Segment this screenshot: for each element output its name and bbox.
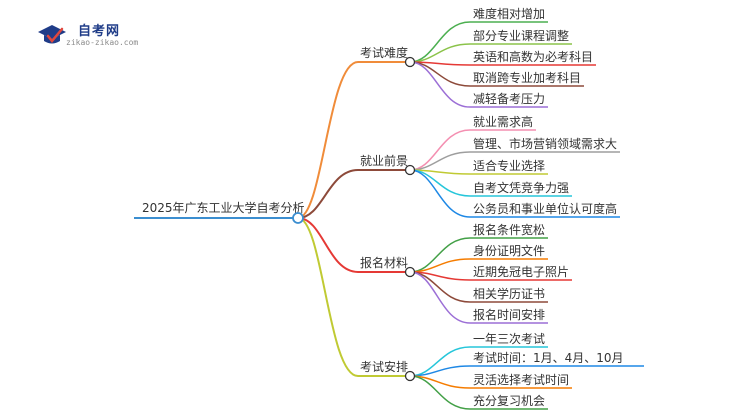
branch-node	[404, 266, 416, 278]
leaf-label: 部分专业课程调整	[473, 28, 569, 43]
leaf-label: 充分复习机会	[473, 393, 545, 408]
branch-node	[404, 370, 416, 382]
branch-label: 就业前景	[360, 153, 408, 168]
logo-title: 自考网	[78, 24, 121, 39]
branch-label: 考试安排	[360, 359, 408, 374]
leaf-label: 报名时间安排	[473, 307, 545, 322]
branch-node	[404, 164, 416, 176]
logo-subtitle: zikao-zikao.com	[66, 38, 139, 47]
leaf-label: 难度相对增加	[473, 6, 545, 21]
leaf-label: 减轻备考压力	[473, 92, 545, 106]
root-label: 2025年广东工业大学自考分析	[142, 200, 305, 215]
leaf-label: 近期免冠电子照片	[473, 264, 569, 279]
leaf-connector	[409, 375, 471, 410]
branch-connector	[297, 217, 359, 377]
branch-connector	[297, 169, 359, 219]
leaf-label: 一年三次考试	[473, 331, 545, 346]
leaf-label: 公务员和事业单位认可度高	[473, 201, 617, 216]
leaf-label: 英语和高数为必考科目	[473, 49, 593, 64]
leaf-label: 管理、市场营销领域需求大	[473, 136, 617, 151]
branch-connector	[297, 61, 359, 219]
leaf-label: 报名条件宽松	[473, 222, 545, 237]
leaf-label: 适合专业选择	[473, 158, 545, 173]
leaf-connector	[409, 271, 471, 324]
graduation-cap-icon	[38, 25, 66, 44]
branch-node	[404, 56, 416, 68]
leaf-label: 取消跨专业加考科目	[473, 70, 581, 85]
leaf-label: 考试时间：1月、4月、10月	[473, 350, 624, 365]
leaf-connector	[409, 169, 471, 218]
leaf-connector	[409, 237, 471, 273]
leaf-label: 就业需求高	[473, 114, 533, 129]
leaf-label: 灵活选择考试时间	[473, 372, 569, 387]
leaf-connector	[409, 129, 471, 171]
leaf-label: 相关学历证书	[473, 286, 545, 301]
site-logo[interactable]: 自考网 zikao-zikao.com	[34, 20, 174, 50]
leaf-connector	[409, 346, 471, 377]
branch-label: 考试难度	[360, 45, 408, 60]
leaf-label: 自考文凭竞争力强	[473, 180, 569, 195]
leaf-connector	[409, 61, 471, 108]
leaf-connector	[409, 21, 471, 63]
branch-label: 报名材料	[360, 255, 408, 270]
branch-connector	[297, 217, 359, 273]
root-node	[292, 212, 304, 224]
leaf-label: 身份证明文件	[473, 243, 545, 258]
